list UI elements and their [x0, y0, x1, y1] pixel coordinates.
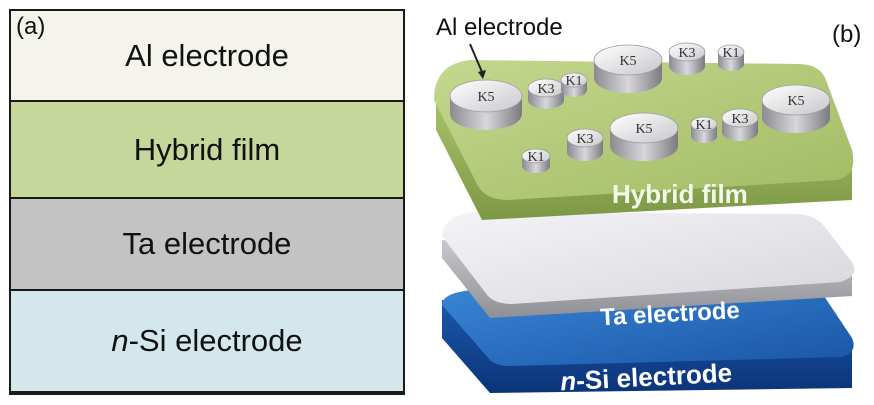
electrode-top [566, 128, 604, 148]
pointer-arrowhead [478, 70, 486, 79]
electrode-label: K3 [678, 46, 695, 61]
electrode-top [668, 42, 706, 62]
electrode-k5: K5 [761, 84, 831, 133]
electrode-top [609, 112, 679, 144]
layer-label: Hybrid film [133, 131, 281, 167]
electrode-label: K5 [787, 94, 804, 109]
electrode-label: K1 [565, 74, 582, 89]
electrode-label: K1 [695, 118, 712, 133]
electrode-k3: K3 [527, 78, 565, 109]
layer-label: Al electrode [125, 37, 289, 73]
electrode-top [593, 44, 663, 76]
layer-hybrid-film: Hybrid film [11, 102, 403, 199]
electrode-k1: K1 [521, 148, 551, 173]
electrode-top [449, 79, 523, 113]
electrode-top [721, 108, 759, 128]
electrode-top [761, 84, 831, 116]
electrode-k3: K3 [566, 128, 604, 161]
layer-al-electrode: Al electrode [11, 11, 403, 102]
pointer-arrow [469, 43, 483, 73]
electrode-k5: K5 [609, 112, 679, 161]
electrode-label: K5 [635, 122, 652, 137]
electrode-k3: K3 [668, 42, 706, 75]
electrode-k1: K1 [690, 116, 718, 143]
nsi-electrode-label: n-Si electrode [560, 357, 733, 396]
electrode-label: K1 [722, 46, 739, 61]
ta-slab [442, 212, 855, 318]
layer-stack-diagram: Al electrode Hybrid film Ta electrode n-… [9, 9, 405, 395]
hybrid-film-label: Hybrid film [612, 179, 748, 209]
electrode-label: K3 [731, 112, 748, 127]
layer-ta-electrode: Ta electrode [11, 199, 403, 291]
electrode-k5: K5 [449, 79, 523, 130]
layer-label: Ta electrode [122, 226, 292, 261]
electrode-label: K3 [537, 82, 554, 97]
electrode-k1: K1 [717, 44, 745, 71]
electrode-top [717, 44, 745, 60]
electrode-top [521, 148, 551, 164]
layer-label: n-Si electrode [111, 323, 303, 358]
electrode-label: K3 [576, 132, 593, 147]
layer-nsi-electrode: n-Si electrode [11, 291, 403, 393]
electrode-label: K5 [477, 90, 494, 105]
electrode-top [560, 72, 588, 88]
electrode-top [690, 116, 718, 132]
electrode-k3: K3 [721, 108, 759, 141]
electrode-label: K5 [619, 54, 636, 69]
electrode-k5: K5 [593, 44, 663, 93]
panel-a-label: (a) [16, 13, 46, 40]
electrode-k1: K1 [560, 72, 588, 97]
panel-b-label: (b) [832, 21, 861, 48]
electrode-label: K1 [527, 150, 544, 165]
al-electrode-label: Al electrode [436, 14, 563, 41]
